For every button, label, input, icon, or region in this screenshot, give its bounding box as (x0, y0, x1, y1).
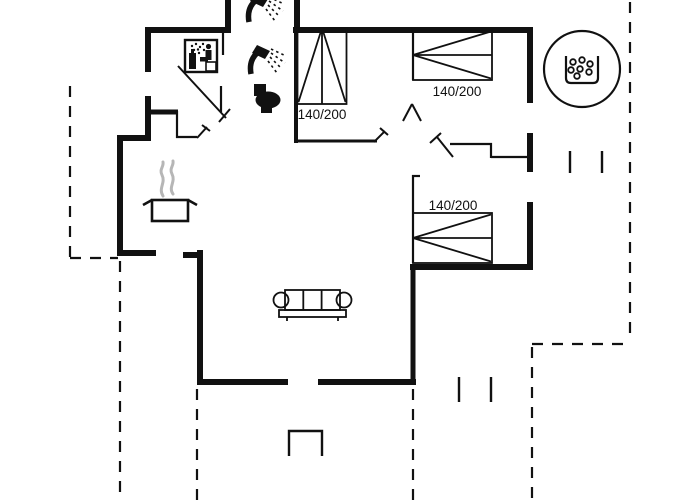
double-bed-top-right (412, 29, 493, 81)
toilet-icon (254, 84, 281, 113)
hot-tub-bubbles (567, 56, 594, 80)
hot-tub-circle (542, 29, 622, 109)
terrace-opening-marks (457, 151, 604, 402)
shower-spray (265, 0, 285, 22)
sauna-bench (205, 61, 217, 72)
sofa-cushions (284, 289, 341, 311)
cooking-pot-icon (142, 159, 198, 223)
sauna-person-head (205, 43, 212, 50)
double-bed-top-middle (296, 27, 348, 105)
bed-size-label: 140/200 (433, 84, 482, 99)
sofa-arm-left (272, 291, 290, 309)
shower-icon-bathroom (247, 45, 287, 75)
hot-tub-basin (564, 56, 600, 85)
shower-head (250, 0, 268, 7)
pot-handles (142, 198, 198, 207)
steam-icon (159, 160, 165, 198)
bed-detail-lines (297, 27, 347, 104)
shower-spray (267, 48, 287, 74)
shower-head (252, 45, 270, 59)
sauna-person-legs (200, 57, 208, 62)
sauna-stove-top (191, 49, 194, 53)
door-swing-bathroom (177, 65, 231, 123)
terrace-steps-icon (287, 429, 324, 456)
terrace-boundaries (68, 2, 632, 500)
bed-size-label: 140/200 (429, 198, 478, 213)
door-swing-bedroom3 (429, 132, 454, 158)
pot-body (150, 198, 190, 223)
interior-walls (175, 28, 532, 263)
sauna-person-body (205, 50, 212, 60)
shower-arm (245, 0, 261, 23)
double-bed-middle-right (412, 212, 493, 264)
sofa-legs (286, 317, 339, 321)
sofa-base (278, 309, 347, 318)
bed-detail-lines (412, 213, 492, 263)
toilet-base (261, 105, 272, 113)
sauna-icon (183, 38, 219, 74)
sauna-steam-dots (190, 42, 206, 55)
hot-tub-icon (542, 29, 622, 109)
door-swing-bedroom2 (402, 103, 422, 122)
exterior-walls (117, 0, 533, 385)
sofa-icon (272, 289, 353, 321)
sauna-stove (189, 53, 196, 69)
bed-detail-lines (412, 30, 492, 80)
toilet-bowl (255, 91, 281, 109)
door-swings (177, 65, 454, 158)
door-swing-bedroom1 (373, 127, 389, 143)
sofa-cushion-dividers (302, 290, 323, 310)
bed-size-label: 140/200 (298, 107, 347, 122)
door-swing-entrance (196, 124, 211, 139)
shower-icon-top (245, 0, 285, 23)
sofa-arm-right (335, 291, 353, 309)
steam-icon (169, 159, 175, 196)
